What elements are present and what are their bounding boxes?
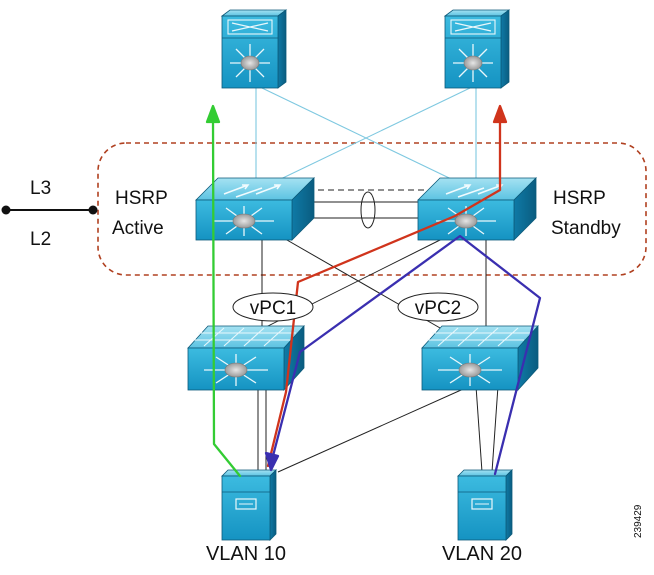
core-links [255, 87, 477, 189]
figure-id: 239429 [633, 504, 644, 538]
divider-endpoint-right [88, 205, 98, 215]
hsrp-boundary [97, 142, 647, 276]
label-vpc1: vPC1 [250, 298, 296, 319]
server-vlan10 [221, 469, 277, 541]
green-path [211, 118, 242, 478]
green-path-arrowhead [205, 104, 221, 124]
label-vlan20: VLAN 20 [442, 543, 522, 565]
divider-endpoint-left [1, 205, 11, 215]
access-switch-left [187, 324, 305, 392]
label-vpc2: vPC2 [415, 298, 461, 319]
blue-path-arrowhead [264, 451, 280, 472]
label-l3: L3 [30, 178, 51, 199]
access-links [247, 189, 499, 473]
label-hsrp-active-1: HSRP [115, 188, 168, 209]
label-hsrp-active-2: Active [112, 218, 164, 239]
label-vlan10: VLAN 10 [206, 543, 286, 565]
red-path-arrowhead [492, 104, 508, 124]
server-vlan20 [457, 469, 513, 541]
port-channel-ellipse [360, 191, 376, 229]
access-switch-right [421, 324, 539, 392]
vpc1-oval [232, 292, 314, 322]
label-l2: L2 [30, 229, 51, 250]
red-path [266, 118, 502, 468]
core-switch-right [443, 9, 511, 89]
vpc2-oval [397, 292, 479, 322]
core-switch-left [220, 9, 288, 89]
label-hsrp-standby-1: HSRP [553, 188, 606, 209]
blue-path-vlan20 [271, 234, 542, 476]
aggregation-switch-active [195, 177, 315, 241]
aggregation-switch-standby [417, 177, 537, 241]
label-hsrp-standby-2: Standby [551, 218, 621, 239]
